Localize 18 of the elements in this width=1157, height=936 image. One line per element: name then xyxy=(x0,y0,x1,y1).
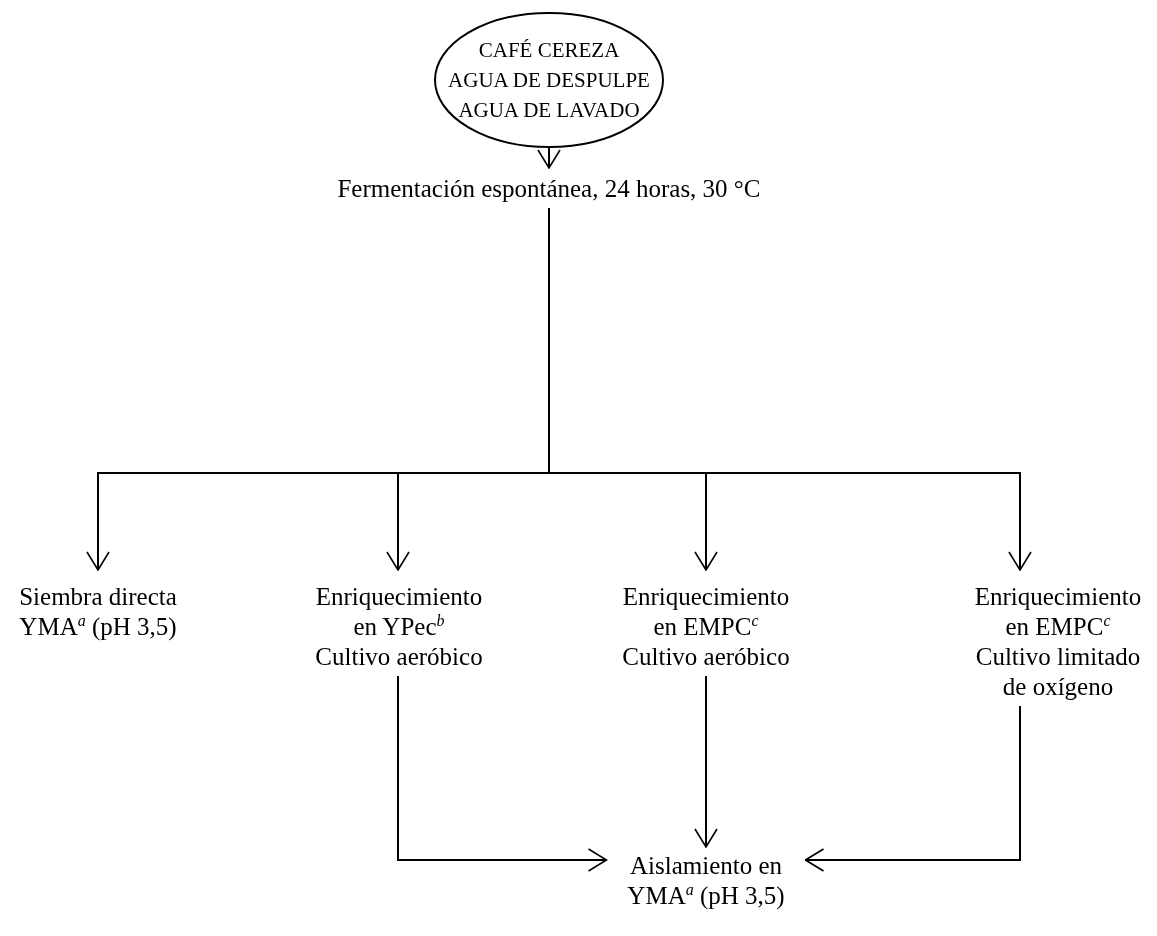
arrow xyxy=(694,675,718,848)
arrow xyxy=(548,207,1032,571)
arrow xyxy=(804,705,1021,872)
node-text: CAFÉ CEREZA xyxy=(478,37,620,64)
node-text: Cultivo limitado de oxígeno xyxy=(974,642,1142,702)
node-text: Enriquecimiento en YPec$^{b}$ xyxy=(314,582,484,642)
node-text: Cultivo aeróbico xyxy=(314,642,484,672)
node-text: AGUA DE LAVADO xyxy=(458,97,640,124)
node-text: Siembra directa YMA$^{a}$ (pH 3,5) xyxy=(18,582,178,642)
node-text: AGUA DE DESPULPE xyxy=(448,67,650,94)
node-text: Aislamiento en YMA$^{a}$ (pH 3,5) xyxy=(626,851,786,911)
node-text: Enriquecimiento en EMPC$^{c}$ xyxy=(973,582,1143,642)
node-text: Fermentación espontánea, 24 horas, 30 °C xyxy=(336,174,762,204)
ellipse-node xyxy=(434,12,664,148)
node-text: Cultivo aeróbico xyxy=(621,642,791,672)
arrow xyxy=(397,675,608,872)
node-text: Enriquecimiento en EMPC$^{c}$ xyxy=(621,582,791,642)
arrow xyxy=(537,147,561,169)
